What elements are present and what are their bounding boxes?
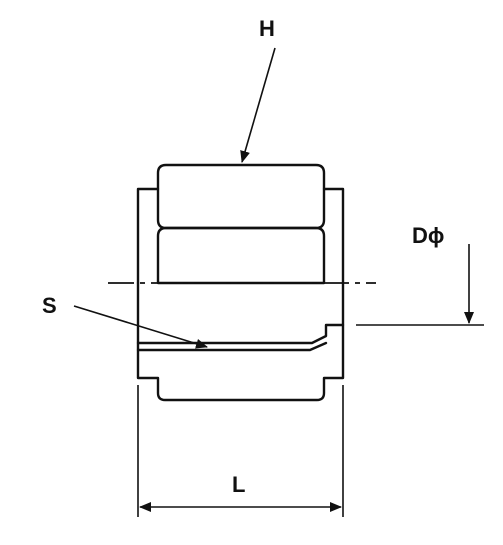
- seat-label: S: [42, 293, 57, 318]
- hex-upper-face: [156, 163, 326, 230]
- hex-leader-arrow: [240, 47, 276, 163]
- length-label: L: [232, 472, 245, 497]
- seat-leader-arrow: [73, 305, 208, 349]
- body-lower-outline: [136, 281, 345, 402]
- body-left-shoulder: [136, 187, 160, 285]
- bore-seat-line: [136, 341, 328, 352]
- hex-label: H: [259, 16, 275, 41]
- hex-lower-face: [156, 226, 326, 285]
- bore-step: [136, 323, 345, 345]
- diameter-label: Dϕ: [412, 223, 444, 248]
- body-right-shoulder: [322, 187, 345, 285]
